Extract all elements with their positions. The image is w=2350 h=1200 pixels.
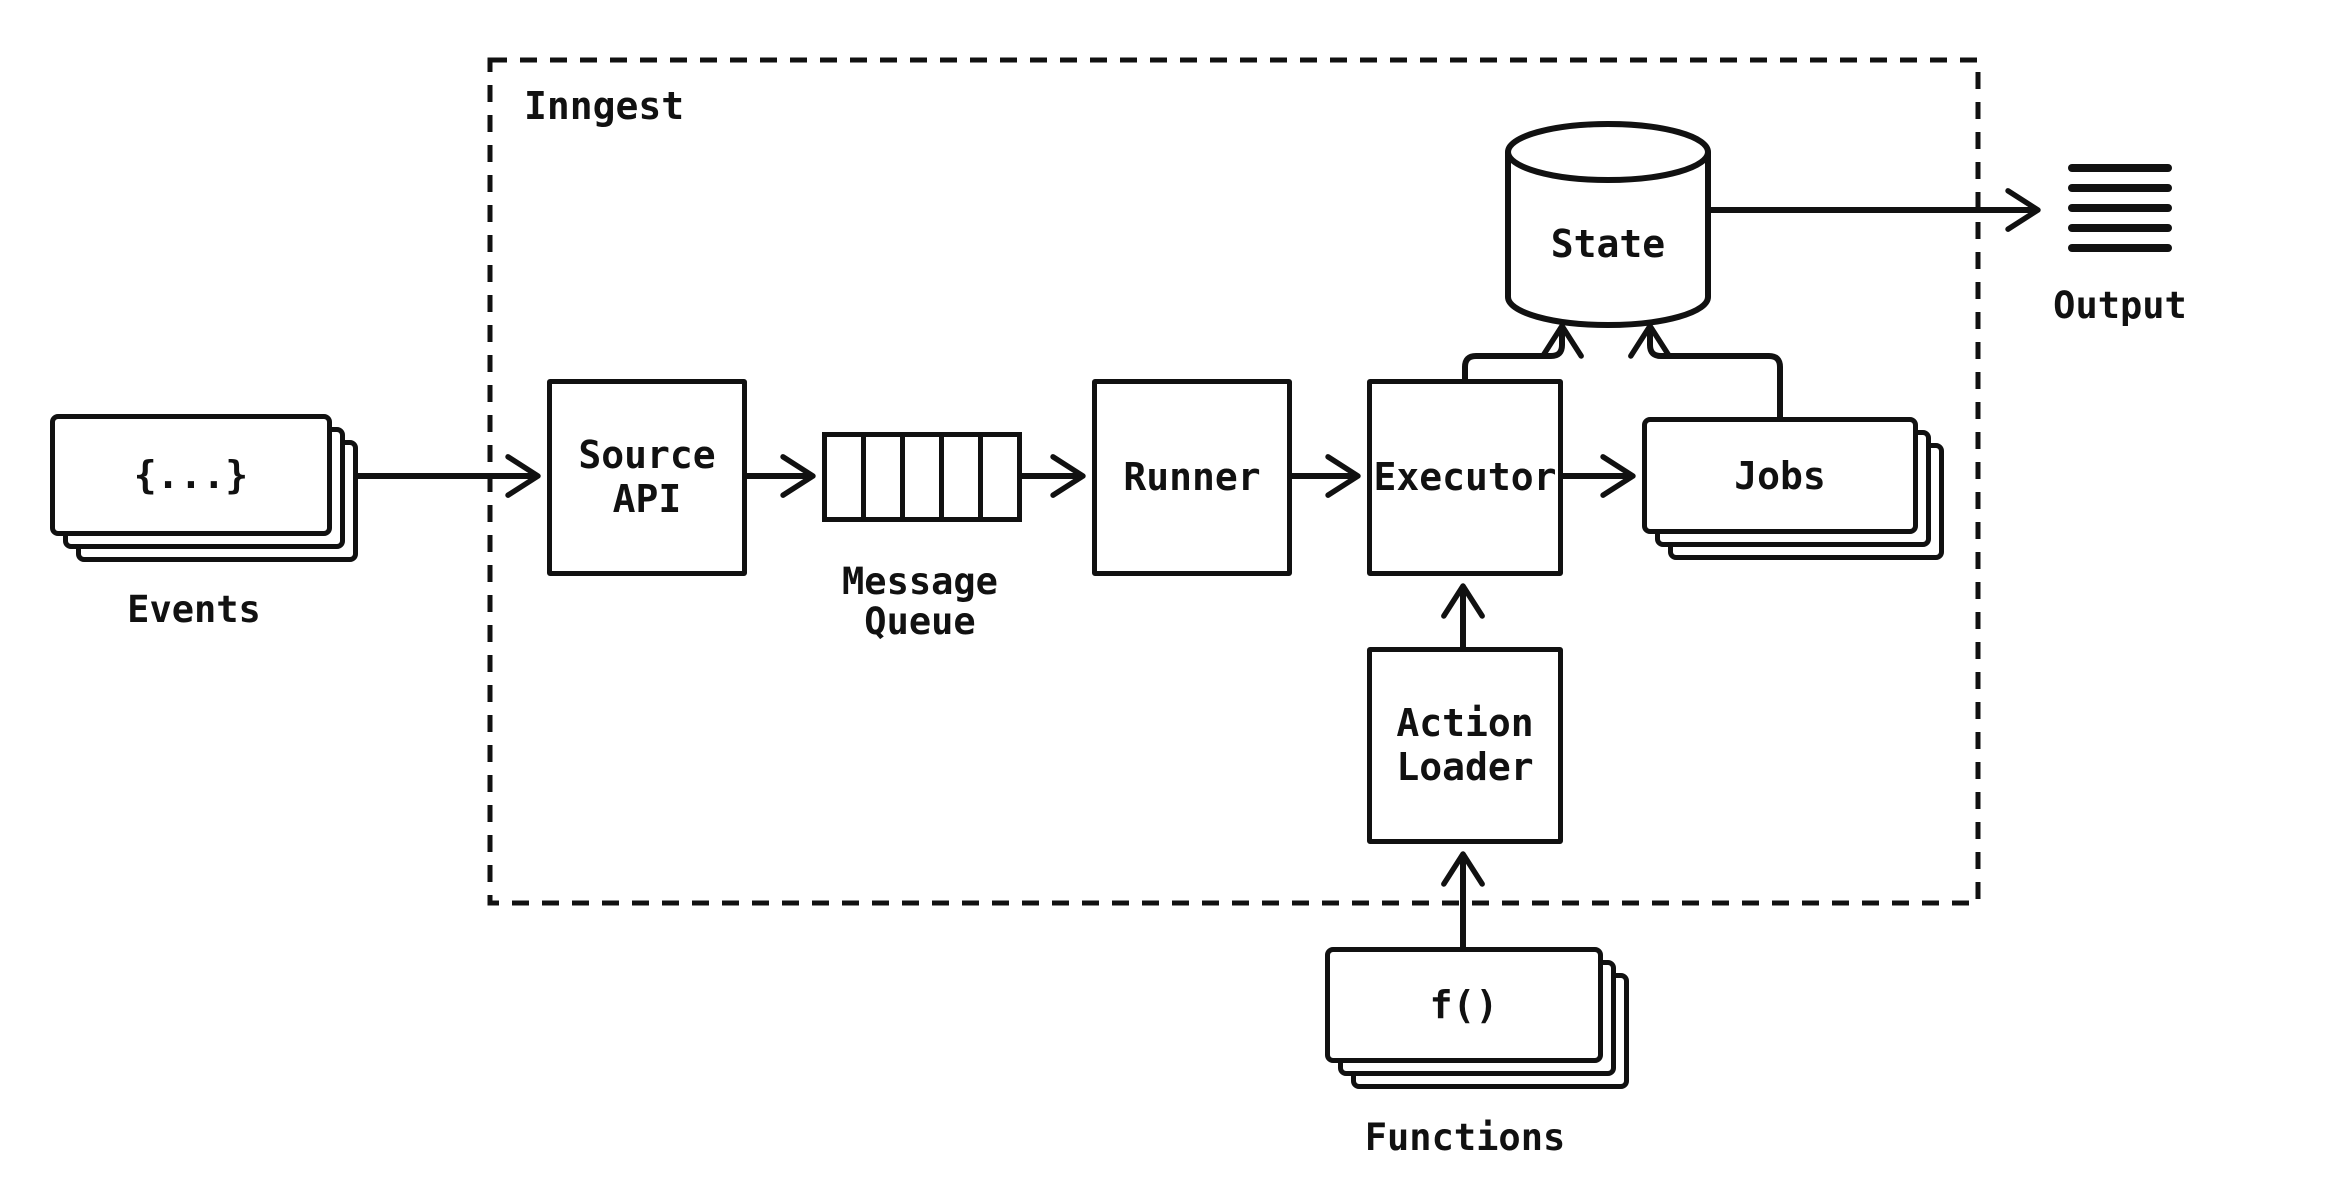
executor-label: Executor (1373, 454, 1557, 499)
arrow-executor-to-state (1462, 323, 1584, 379)
runner-label: Runner (1123, 454, 1261, 499)
arrow-jobs-to-state (1628, 323, 1783, 417)
queue-cell (944, 437, 983, 517)
action-loader-box: Action Loader (1367, 647, 1563, 844)
inngest-label: Inngest (524, 84, 685, 128)
state-label: State (1550, 222, 1666, 266)
source-api-label-line1: Source (578, 432, 716, 477)
source-api-box: Source API (547, 379, 747, 576)
events-caption: Events (127, 588, 261, 631)
events-card: {...} (50, 414, 332, 536)
state-cylinder (1505, 121, 1711, 328)
runner-box: Runner (1092, 379, 1292, 576)
message-queue-caption-line2: Queue (864, 599, 976, 643)
queue-cell (905, 437, 944, 517)
message-queue-caption: Message Queue (842, 562, 998, 641)
action-loader-label-line1: Action (1396, 700, 1534, 745)
output-lines-icon (2068, 164, 2172, 252)
jobs-card: Jobs (1642, 417, 1918, 534)
executor-box: Executor (1367, 379, 1563, 576)
message-queue (822, 432, 1022, 522)
action-loader-label-line2: Loader (1396, 744, 1534, 789)
functions-card-text: f() (1429, 983, 1499, 1027)
functions-caption: Functions (1364, 1116, 1566, 1159)
queue-cell (827, 437, 866, 517)
inngest-container-border (487, 57, 1981, 906)
queue-cell (866, 437, 905, 517)
output-caption: Output (2053, 284, 2187, 327)
queue-cell (983, 437, 1017, 517)
functions-card: f() (1325, 947, 1603, 1063)
jobs-label: Jobs (1734, 453, 1826, 498)
events-card-text: {...} (133, 453, 249, 497)
source-api-label-line2: API (612, 476, 682, 521)
message-queue-caption-line1: Message (842, 560, 998, 603)
